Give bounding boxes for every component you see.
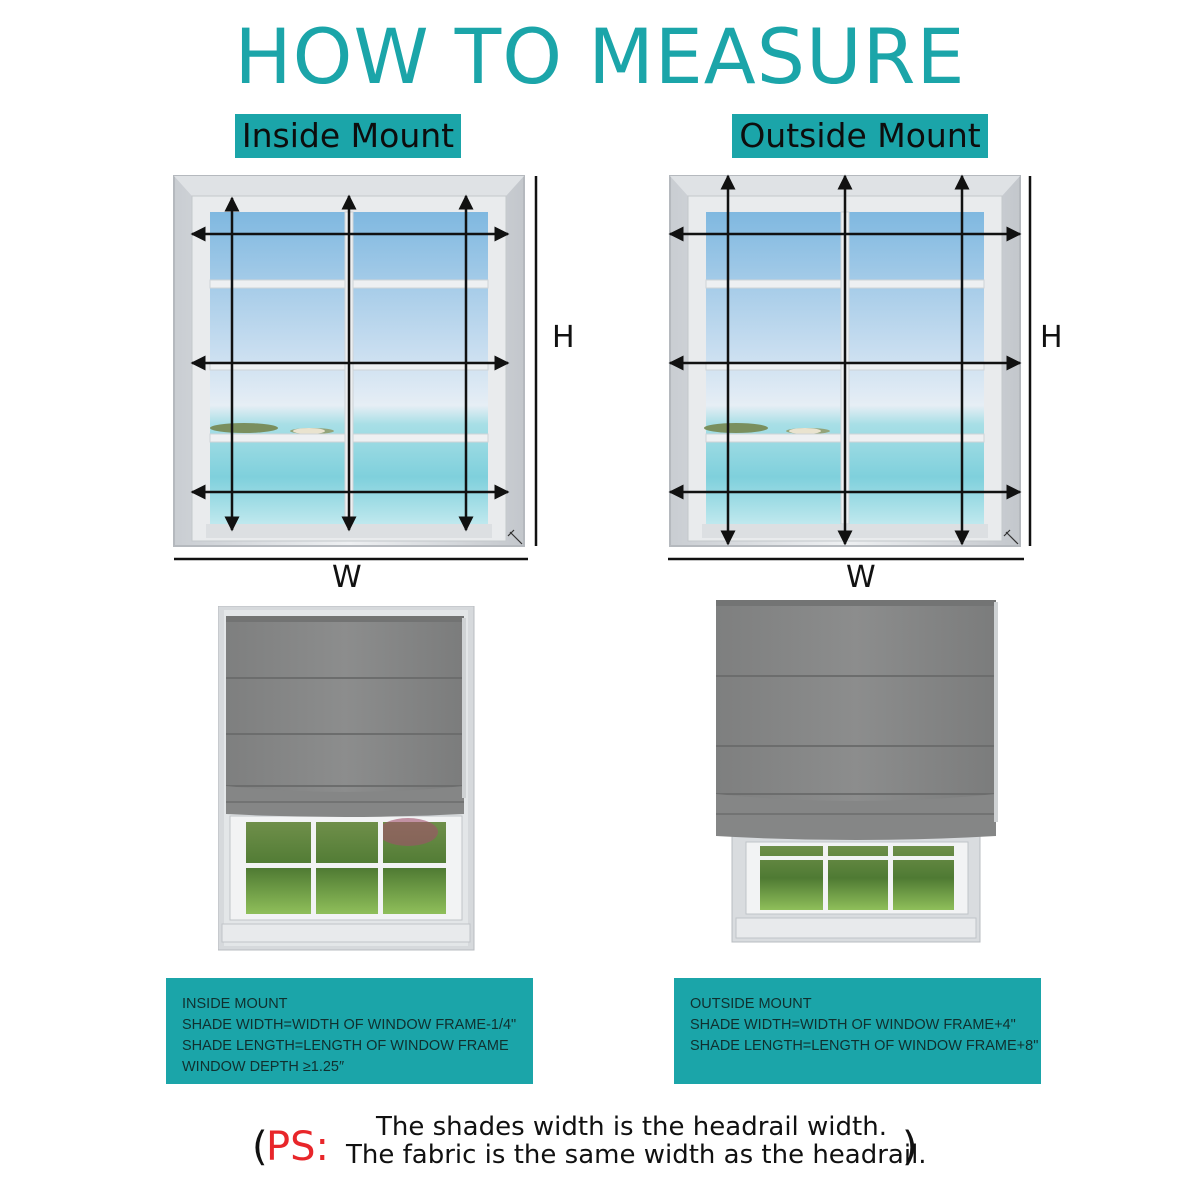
inside-info-line: WINDOW DEPTH ≥1.25″ [182,1059,345,1075]
inside-mount-tag: Inside Mount [235,114,461,158]
outside-width-label: W [846,560,876,595]
inside-info-line: SHADE LENGTH=LENGTH OF WINDOW FRAME [182,1038,509,1054]
inside-info-line: SHADE WIDTH=WIDTH OF WINDOW FRAME-1/4" [182,1017,517,1033]
page-title: HOW TO MEASURE [234,12,966,101]
inside-mount-shade-illustration [218,606,476,952]
outside-info-line: SHADE LENGTH=LENGTH OF WINDOW FRAME+8" [690,1038,1039,1054]
outside-mount-tag: Outside Mount [732,114,988,158]
inside-height-label: H [552,320,575,355]
outside-info-line: SHADE WIDTH=WIDTH OF WINDOW FRAME+4" [690,1017,1016,1033]
ps-label: PS: [266,1124,329,1170]
ps-open-paren: ( [252,1124,268,1170]
inside-width-label: W [332,560,362,595]
outside-mount-info-box: OUTSIDE MOUNT SHADE WIDTH=WIDTH OF WINDO… [674,978,1041,1084]
outside-height-label: H [1040,320,1063,355]
ps-close-paren: ) [902,1124,918,1170]
ps-note-line-1: The shades width is the headrail width. [376,1112,887,1142]
ps-note-line-2: The fabric is the same width as the head… [346,1140,927,1170]
inside-mount-info-box: INSIDE MOUNT SHADE WIDTH=WIDTH OF WINDOW… [166,978,533,1084]
outside-window-diagram [668,172,1048,564]
inside-window-diagram [172,172,552,564]
inside-info-line: INSIDE MOUNT [182,996,288,1012]
outside-info-line: OUTSIDE MOUNT [690,996,812,1012]
outside-mount-shade-illustration [716,598,1000,944]
